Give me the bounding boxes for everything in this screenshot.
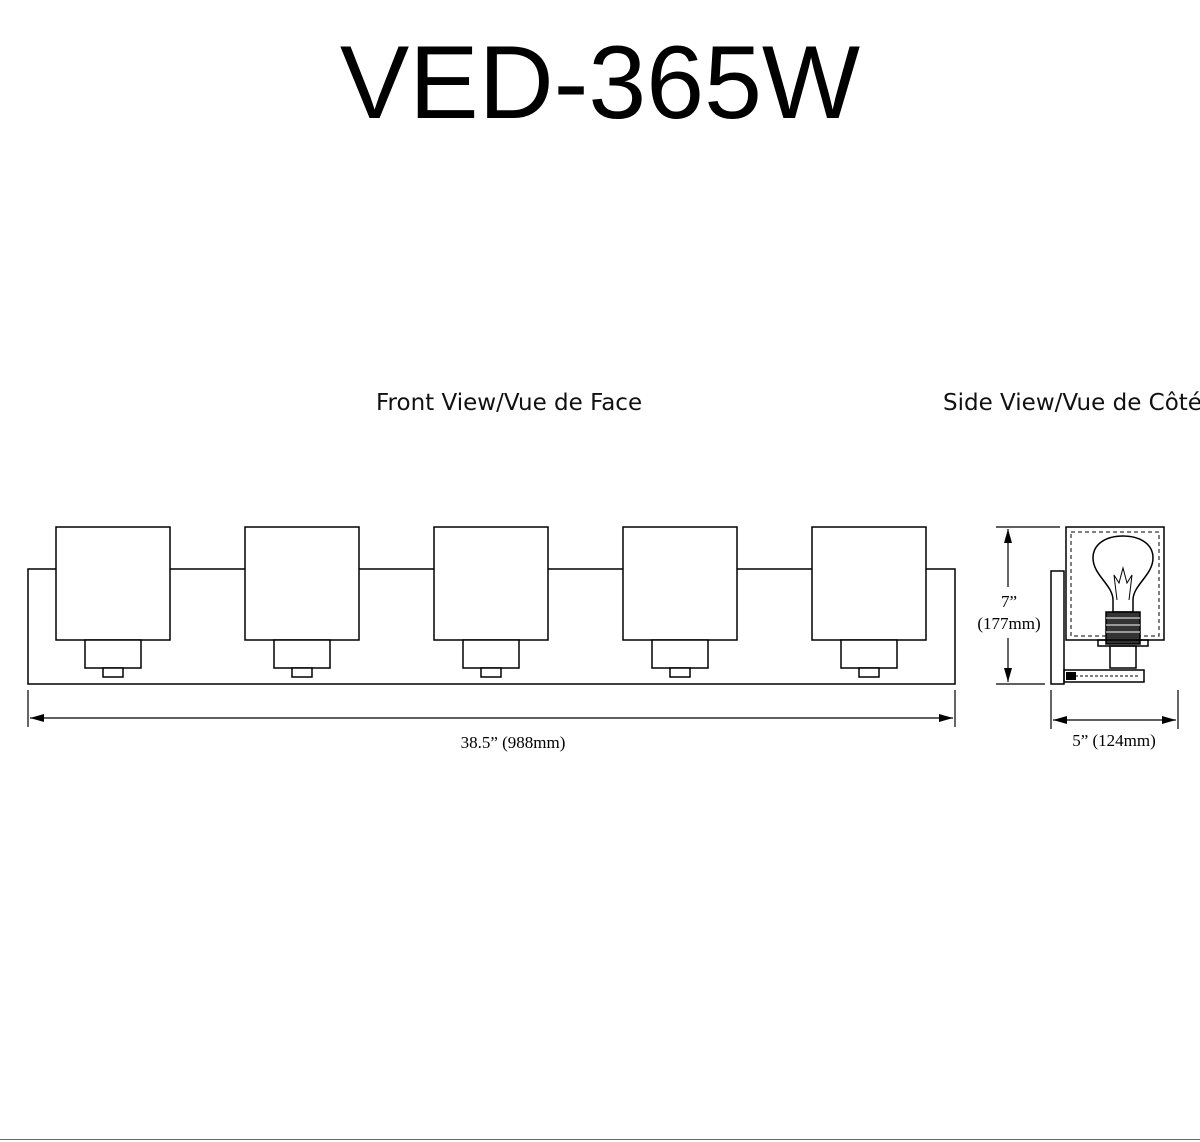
front-view (27, 526, 956, 685)
shade-4 (622, 526, 738, 678)
height-dimension-inches: 7” (1001, 592, 1017, 611)
side-view (1050, 526, 1165, 685)
side-shade-inner (1070, 531, 1160, 637)
width-dimension-text: 38.5” (988mm) (461, 733, 566, 752)
shade-mount (858, 667, 880, 678)
shade-mount (102, 667, 124, 678)
height-dimension (996, 526, 1060, 685)
model-title: VED-365W (339, 25, 861, 141)
shade-holder (273, 639, 331, 669)
shade-glass (433, 526, 549, 641)
shade-mount (291, 667, 313, 678)
shade-holder (462, 639, 520, 669)
side-arm (1063, 669, 1145, 683)
shade-1 (55, 526, 171, 678)
front-view-label: Front View/Vue de Face (376, 390, 643, 416)
bulb-glass (1092, 535, 1154, 613)
side-view-label: Side View/Vue de Côté (943, 390, 1200, 416)
shade-holder (651, 639, 709, 669)
height-dimension-mm: (177mm) (977, 614, 1040, 633)
shade-5 (811, 526, 927, 678)
shade-2 (244, 526, 360, 678)
side-backplate (1050, 570, 1065, 685)
bulb-filament (1113, 566, 1133, 601)
socket-base (1109, 645, 1137, 669)
width-dimension (27, 690, 956, 727)
depth-dimension-text: 5” (124mm) (1072, 731, 1156, 750)
shade-mount (480, 667, 502, 678)
shade-glass (244, 526, 360, 641)
shade-holder (84, 639, 142, 669)
shade-glass (55, 526, 171, 641)
side-arm-screw (1066, 672, 1076, 680)
depth-dimension (1050, 690, 1179, 729)
shade-3 (433, 526, 549, 678)
shade-mount (669, 667, 691, 678)
shade-holder (840, 639, 898, 669)
shade-glass (811, 526, 927, 641)
socket (1105, 611, 1141, 645)
shade-glass (622, 526, 738, 641)
bottom-rule (0, 1139, 1200, 1140)
